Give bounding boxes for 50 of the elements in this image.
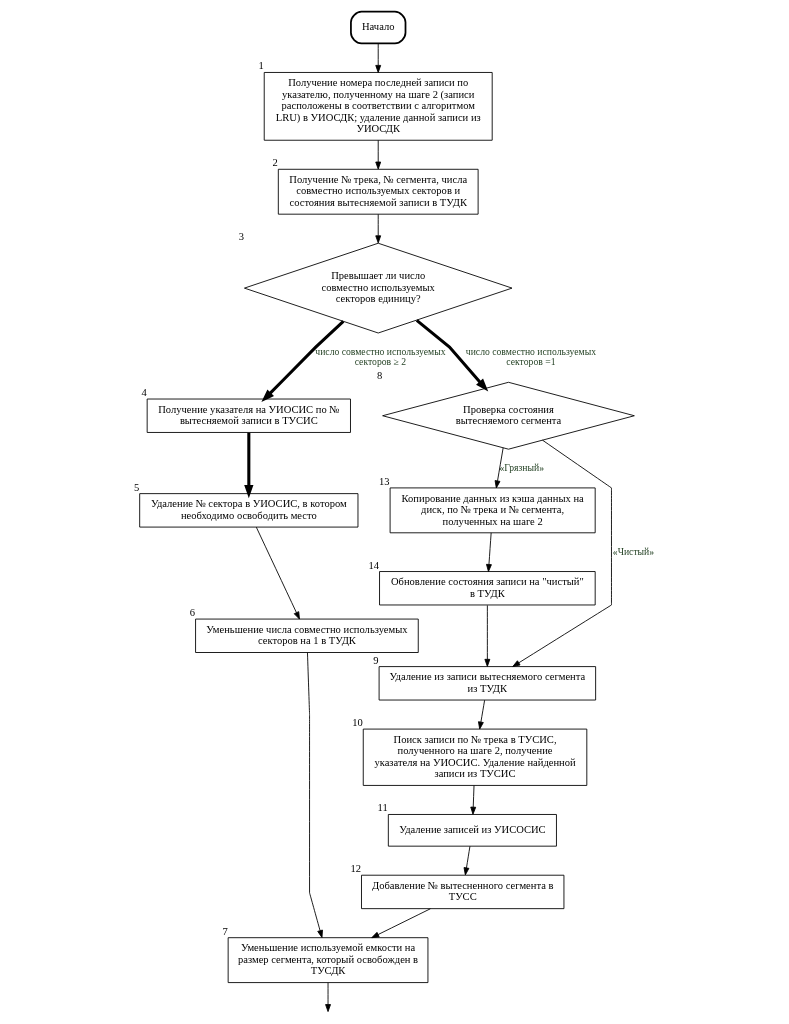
arrow [512, 439, 612, 668]
arrow [470, 785, 477, 815]
node-diamond: Превышает ли число совместно используемых секторов единицу? [244, 242, 513, 334]
node-box: Удаление из записи вытесняемого сегмента из ТУДК [378, 666, 597, 701]
edge-label: число совместно используемых секторов ≥ 2 [315, 345, 446, 368]
node-box: Получение указателя на УИОСИС по № вытесняемой записи в ТУСИС [146, 398, 351, 433]
node-box: Получение № трека, № сегмента, числа совместно используемых секторов и состояния вытесняемой записи в ТУДК [277, 168, 479, 215]
arrow [371, 908, 431, 939]
edge-label: «Чистый» [612, 545, 655, 557]
arrow [415, 319, 489, 392]
edge-label: «Грязный» [499, 462, 544, 474]
node-box: Уменьшение числа совместно используемых секторов на 1 в ТУДК [195, 618, 419, 653]
edge-label: число совместно используемых секторов =1 [465, 345, 597, 368]
node-box: Поиск записи по № трека в ТУСИС, полученного на шаге 2, получение указателя на УИОСИС. Удаление найденной записи из ТУСИС [362, 728, 588, 786]
node-label: 12 [350, 863, 362, 875]
node-label: 7 [222, 925, 228, 937]
node-box: Добавление № вытесненного сегмента в ТУСС [361, 874, 565, 910]
arrow [375, 43, 382, 73]
arrow [478, 699, 486, 730]
node-label: 11 [377, 802, 388, 814]
node-label: 14 [368, 559, 380, 571]
arrow [244, 432, 254, 499]
node-label: 6 [189, 607, 196, 619]
arrow [375, 213, 382, 244]
node-box: Начало [350, 10, 407, 45]
arrow [486, 532, 492, 572]
node-label: 3 [238, 231, 244, 243]
node-box: Удаление № сектора в УИОСИС, в котором необходимо освободить место [139, 493, 359, 528]
node-label: 9 [373, 654, 379, 666]
node-box: Уменьшение используемой емкости на размер сегмента, который освобожден в ТУСДК [227, 937, 429, 984]
arrow [375, 139, 382, 170]
arrow [307, 652, 323, 938]
node-box: Обновление состояния записи на "чистый" в ТУДК [379, 571, 596, 606]
node-label: 13 [379, 475, 390, 487]
arrow [255, 526, 300, 620]
node-label: 1 [258, 60, 264, 72]
node-label: 5 [133, 481, 140, 493]
node-label: 10 [352, 717, 363, 729]
node-box: Копирование данных из кэша данных на диск, по № трека и № сегмента, полученных на шаге 2 [389, 487, 596, 534]
node-box: Получение номера последней записи по указателю, полученному на шаге 2 (записи расположены в соответствии с алгоритмом LRU) в УИОСДК; удаление данной записи из УИОСДК [263, 72, 493, 141]
arrow [261, 320, 345, 403]
node-box: Удаление записей из УИСОСИС [387, 814, 557, 847]
arrow [325, 982, 331, 1013]
node-label: 4 [141, 387, 147, 399]
node-diamond: Проверка состояния вытесняемого сегмента [382, 381, 635, 450]
arrow [484, 604, 491, 667]
arrow [494, 447, 504, 489]
node-label: 8 [376, 370, 383, 382]
arrow [463, 845, 471, 876]
node-label: 2 [272, 157, 278, 169]
